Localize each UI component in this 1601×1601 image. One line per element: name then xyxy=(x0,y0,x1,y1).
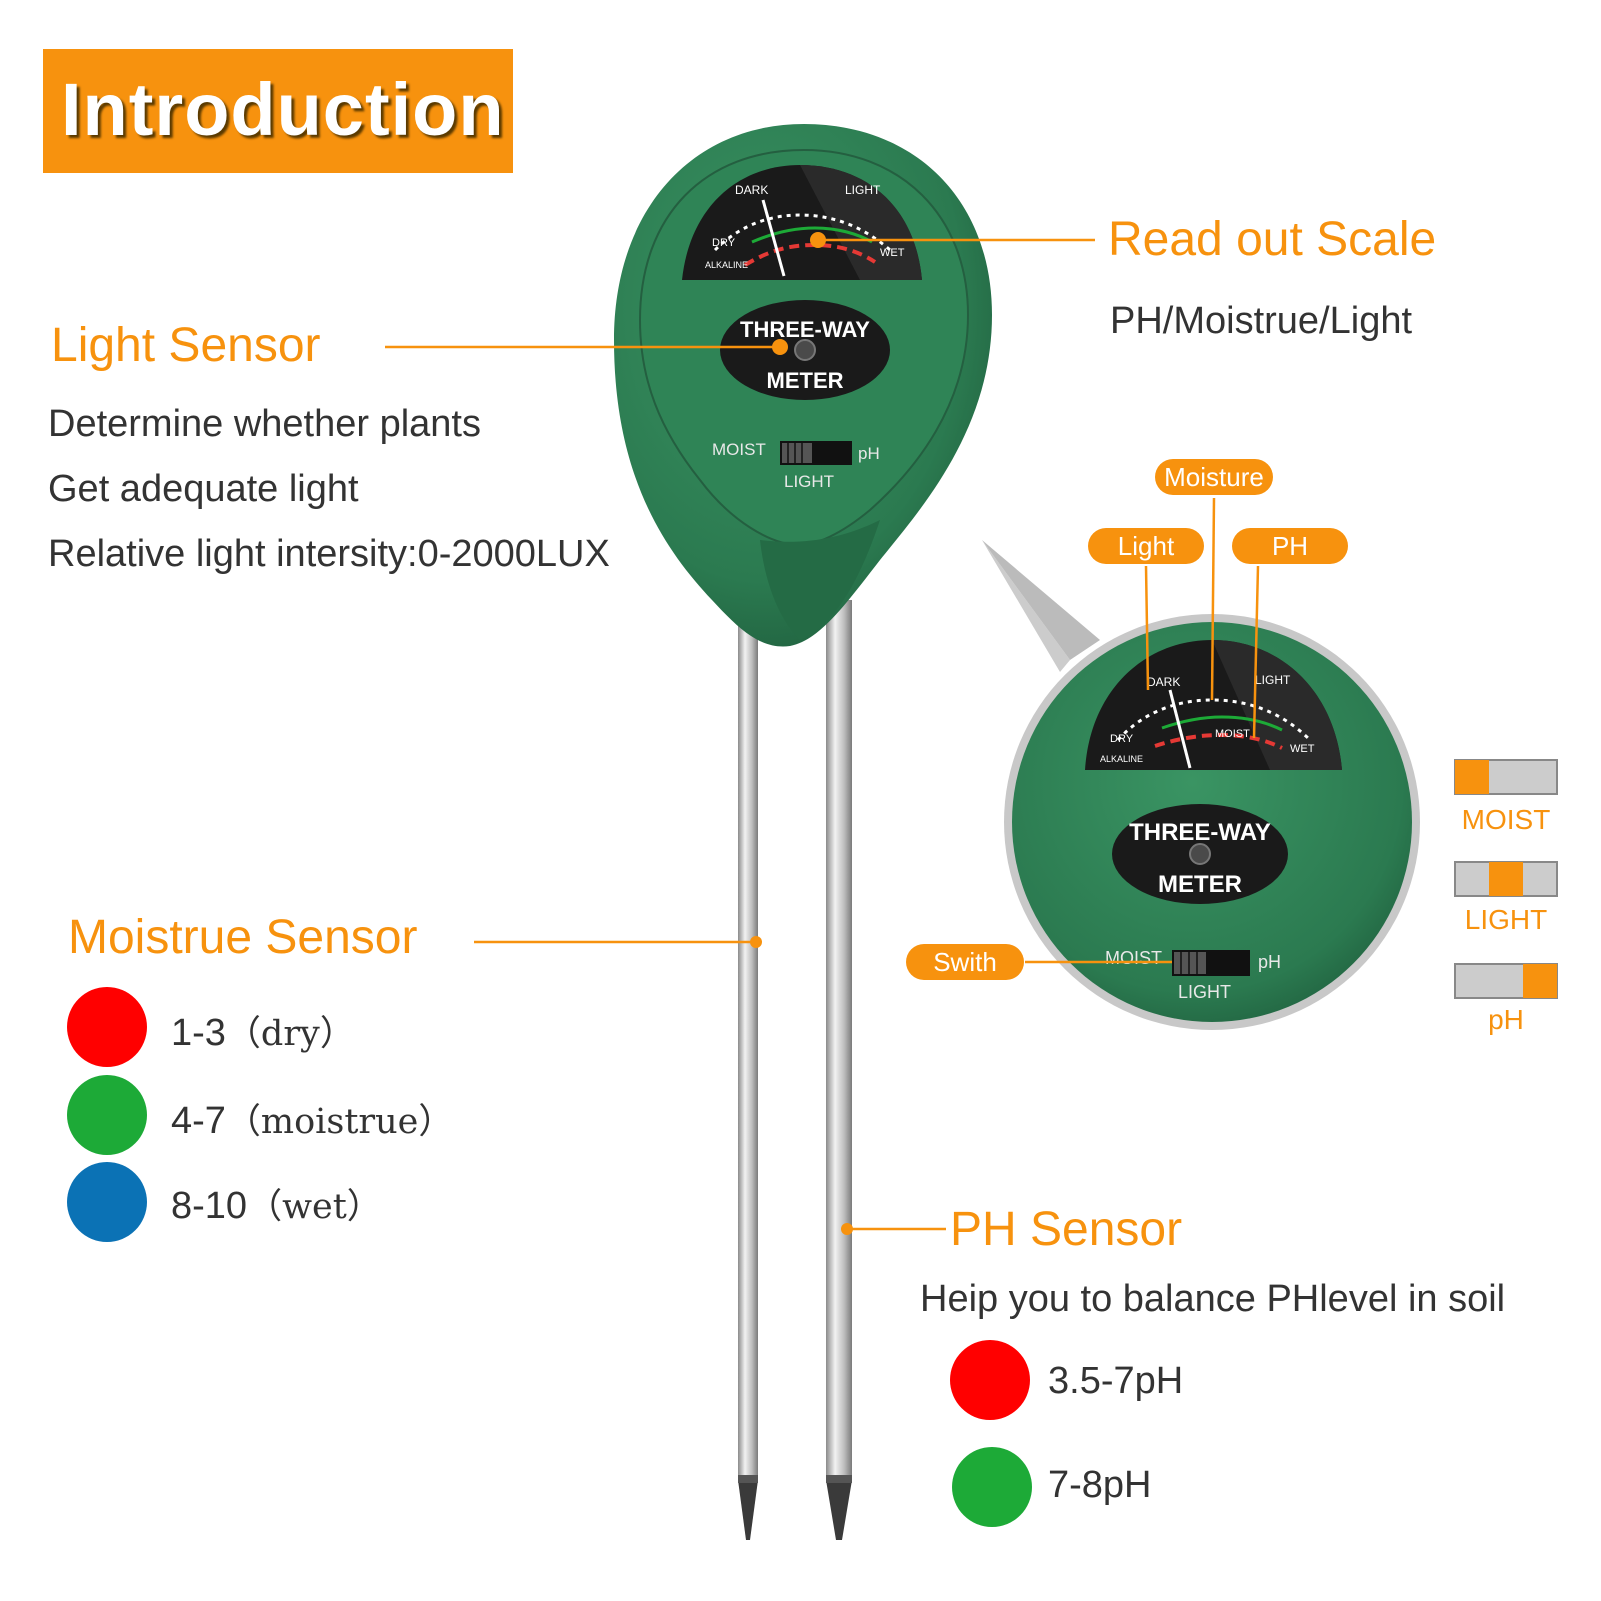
left-probe xyxy=(738,600,758,1540)
dial-dry-label: DRY xyxy=(712,237,736,249)
moisture-moist-label: （moistrue） xyxy=(225,1102,454,1142)
ph-neutral-label: 7-8pH xyxy=(1048,1464,1152,1506)
right-probe xyxy=(826,600,852,1540)
light-sensor-line-1: Determine whether plants xyxy=(48,403,481,445)
read-out-heading: Read out Scale xyxy=(1108,213,1437,266)
zoom-dial-dry-label: DRY xyxy=(1110,733,1134,745)
switch-state-light-icon xyxy=(1454,861,1558,897)
moisture-dry-item: 1-3（dry） xyxy=(171,1005,355,1056)
switch-state-ph-icon xyxy=(1454,963,1558,999)
zoom-dial-alkaline-label: ALKALINE xyxy=(1100,754,1143,764)
switch-ph-label: pH xyxy=(858,444,880,463)
moisture-sensor-heading: Moistrue Sensor xyxy=(68,911,418,964)
moisture-dry-label: （dry） xyxy=(225,1014,355,1054)
moisture-moist-range: 4-7 xyxy=(171,1100,226,1142)
switch-state-light-label: LIGHT xyxy=(1464,904,1548,935)
dial-alkaline-label: ALKALINE xyxy=(705,260,748,270)
moisture-wet-range: 8-10 xyxy=(171,1185,248,1227)
switch-state-moist-label: MOIST xyxy=(1461,804,1551,835)
switch-light-label: LIGHT xyxy=(784,472,834,491)
zoom-dial-wet-label: WET xyxy=(1290,743,1315,755)
zoom-dial-light-label: LIGHT xyxy=(1255,673,1291,687)
brand-top: THREE-WAY xyxy=(740,317,870,342)
dial-dark-label: DARK xyxy=(735,183,768,197)
ph-acidic-dot xyxy=(950,1340,1030,1420)
moisture-wet-item: 8-10（wet） xyxy=(171,1178,382,1229)
moisture-wet-label: （wet） xyxy=(247,1187,382,1227)
zoom-switch-light-label: LIGHT xyxy=(1178,982,1231,1002)
title-banner: Introduction xyxy=(43,49,513,173)
moisture-wet-dot xyxy=(67,1162,147,1242)
zoom-switch-ph-label: pH xyxy=(1258,952,1281,972)
light-sensor-heading: Light Sensor xyxy=(51,319,321,372)
zoom-dial-dark-label: DARK xyxy=(1147,675,1180,689)
ph-sensor-description: Heip you to balance PHlevel in soil xyxy=(920,1278,1506,1320)
light-sensor-line-2: Get adequate light xyxy=(48,468,359,510)
dial-light-label: LIGHT xyxy=(845,183,881,197)
moisture-dry-range: 1-3 xyxy=(171,1012,226,1054)
moisture-dry-dot xyxy=(67,987,147,1067)
leader-lines xyxy=(385,238,1260,1231)
read-out-subtitle: PH/Moistrue/Light xyxy=(1110,300,1413,342)
ph-neutral-dot xyxy=(952,1447,1032,1527)
light-sensor-line-3: Relative light intersity:0-2000LUX xyxy=(48,533,610,575)
switch-state-moist-icon xyxy=(1454,759,1558,795)
zoom-dial-moist-label: MOIST xyxy=(1215,728,1250,740)
zoom-brand-top: THREE-WAY xyxy=(1129,819,1271,846)
page-title: Introduction xyxy=(61,68,505,151)
switch-state-ph-label: pH xyxy=(1488,1004,1524,1035)
switch-moist-label: MOIST xyxy=(712,440,766,459)
ph-sensor-heading: PH Sensor xyxy=(950,1203,1183,1256)
zoom-brand-bottom: METER xyxy=(1158,871,1242,898)
moisture-moist-item: 4-7（moistrue） xyxy=(171,1093,453,1144)
zoom-switch-moist-label: MOIST xyxy=(1105,948,1162,968)
light-callout: Light xyxy=(1088,528,1204,564)
switch-state-icons xyxy=(1454,759,1558,999)
switch-callout: Swith xyxy=(906,944,1024,980)
zoomed-meter: DARK LIGHT DRY WET MOIST ALKALINE THREE-… xyxy=(982,540,1420,1030)
dial-wet-label: WET xyxy=(880,247,905,259)
ph-acidic-label: 3.5-7pH xyxy=(1048,1360,1184,1402)
moisture-moist-dot xyxy=(67,1075,147,1155)
moisture-callout: Moisture xyxy=(1155,459,1273,495)
ph-callout: PH xyxy=(1232,528,1348,564)
meter-head: DARK LIGHT DRY WET ALKALINE THREE-WAY ME… xyxy=(614,124,992,647)
brand-bottom: METER xyxy=(767,368,844,393)
